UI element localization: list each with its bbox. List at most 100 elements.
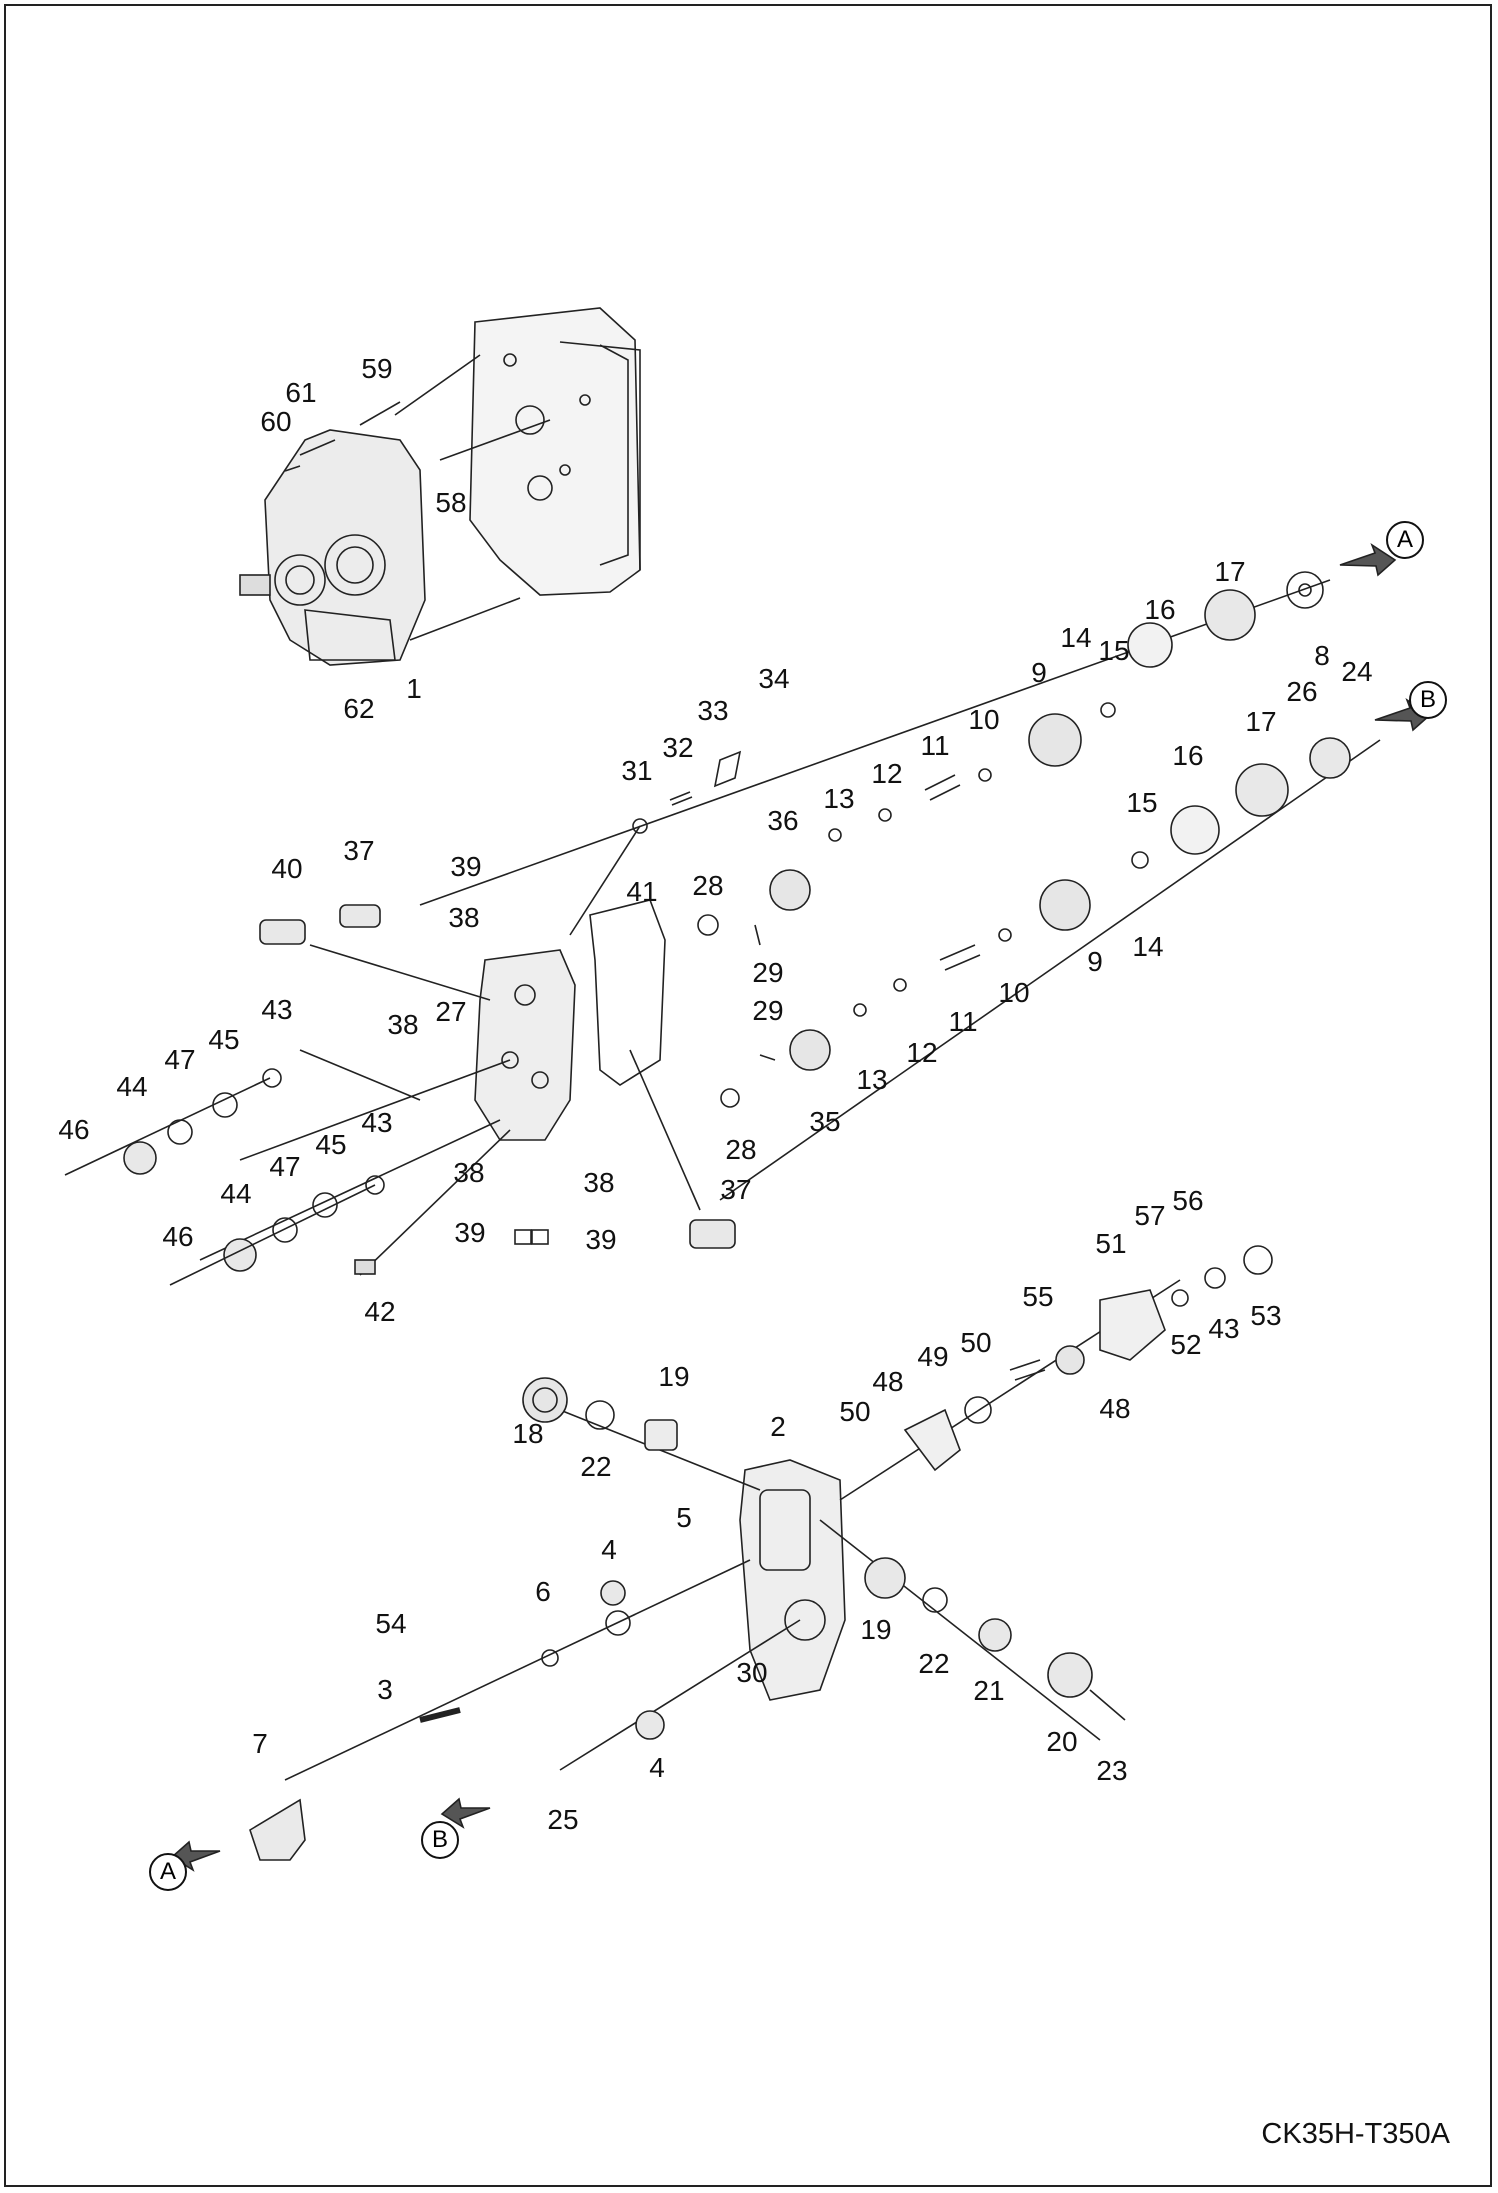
callout: 13 <box>823 783 855 814</box>
callout: 2 <box>770 1411 786 1442</box>
callout: 59 <box>361 353 393 384</box>
valve-body <box>199 825 701 1276</box>
callout: 7 <box>252 1728 268 1759</box>
upper-shaft-assembly <box>419 571 1331 946</box>
callout: 19 <box>658 1361 690 1392</box>
callout: 6 <box>535 1576 551 1607</box>
callout: 14 <box>1132 931 1164 962</box>
callout: 17 <box>1214 556 1246 587</box>
callout: 29 <box>752 957 784 988</box>
callout: 60 <box>260 406 292 437</box>
callout: 38 <box>583 1167 615 1198</box>
callout: 25 <box>547 1804 579 1835</box>
callout: 56 <box>1172 1185 1204 1216</box>
callout: 45 <box>208 1024 240 1055</box>
callout: 52 <box>1170 1329 1202 1360</box>
callout: 48 <box>1099 1393 1131 1424</box>
callout: 28 <box>725 1134 757 1165</box>
marker-a-bottom: A <box>149 1853 187 1891</box>
callout: 44 <box>116 1071 148 1102</box>
callout: 11 <box>920 730 950 761</box>
callout: 38 <box>387 1009 419 1040</box>
callout: 54 <box>375 1608 407 1639</box>
callout: 18 <box>512 1418 544 1449</box>
callout: 28 <box>692 870 724 901</box>
callout: 35 <box>809 1106 841 1137</box>
callout: 3 <box>377 1674 393 1705</box>
gear-case <box>284 1279 1181 1781</box>
callout: 13 <box>856 1064 888 1095</box>
callout: 12 <box>871 758 903 789</box>
callout: 46 <box>58 1114 90 1145</box>
callout: 24 <box>1341 656 1373 687</box>
callout: 4 <box>601 1534 617 1565</box>
callout: 26 <box>1286 676 1318 707</box>
callout: 34 <box>758 663 790 694</box>
callout: 31 <box>621 755 653 786</box>
callout: 55 <box>1022 1281 1054 1312</box>
callout: 50 <box>960 1327 992 1358</box>
callout: 43 <box>1208 1313 1240 1344</box>
callout: 38 <box>453 1157 485 1188</box>
callout: 46 <box>162 1221 194 1252</box>
callout: 5 <box>676 1502 692 1533</box>
callout: 29 <box>752 995 784 1026</box>
callout: 30 <box>736 1657 768 1688</box>
callout: 37 <box>720 1174 752 1205</box>
callout: 20 <box>1046 1726 1078 1757</box>
callout: 16 <box>1172 740 1204 771</box>
marker-b-bottom: B <box>421 1821 459 1859</box>
callout: 33 <box>697 695 729 726</box>
callout: 11 <box>948 1006 978 1037</box>
callout: 42 <box>364 1296 396 1327</box>
drawing-frame <box>4 4 1492 2187</box>
callout: 44 <box>220 1178 252 1209</box>
callout: 4 <box>649 1752 665 1783</box>
lower-shaft-assembly <box>719 737 1381 1201</box>
callout: 15 <box>1126 787 1158 818</box>
callout: 9 <box>1031 657 1047 688</box>
callout: 10 <box>998 977 1030 1008</box>
callout: 17 <box>1245 706 1277 737</box>
callout: 8 <box>1314 640 1330 671</box>
drawing-code: CK35H-T350A <box>1261 2118 1450 2150</box>
callout: 9 <box>1087 946 1103 977</box>
callout: 27 <box>435 996 467 1027</box>
callout: 22 <box>580 1451 612 1482</box>
transmission-housing <box>469 307 641 596</box>
callout: 40 <box>271 853 303 884</box>
callout: 38 <box>448 902 480 933</box>
callout: 19 <box>860 1614 892 1645</box>
callout: 43 <box>361 1107 393 1138</box>
callout: 45 <box>315 1129 347 1160</box>
callout: 43 <box>261 994 293 1025</box>
callout: 49 <box>917 1341 949 1372</box>
callout: 21 <box>973 1675 1005 1706</box>
hydrostatic-pump <box>239 429 426 666</box>
callout: 47 <box>164 1044 196 1075</box>
callout: 58 <box>435 487 467 518</box>
callout: 53 <box>1250 1300 1282 1331</box>
callout: 36 <box>767 805 799 836</box>
callout: 57 <box>1134 1200 1166 1231</box>
callout: 39 <box>585 1224 617 1255</box>
callout: 41 <box>626 876 658 907</box>
callout: 1 <box>406 673 422 704</box>
callout: 48 <box>872 1366 904 1397</box>
callout: 50 <box>839 1396 871 1427</box>
callout: 12 <box>906 1037 938 1068</box>
callout: 62 <box>343 693 375 724</box>
callout: 39 <box>454 1217 486 1248</box>
callout: 37 <box>343 835 375 866</box>
callout: 51 <box>1095 1228 1127 1259</box>
callout: 61 <box>285 377 317 408</box>
callout: 14 <box>1060 622 1092 653</box>
callout: 23 <box>1096 1755 1128 1786</box>
marker-b-top: B <box>1409 681 1447 719</box>
callout: 22 <box>918 1648 950 1679</box>
callout: 10 <box>968 704 1000 735</box>
callout: 16 <box>1144 594 1176 625</box>
marker-a-top: A <box>1386 521 1424 559</box>
callout: 47 <box>269 1151 301 1182</box>
